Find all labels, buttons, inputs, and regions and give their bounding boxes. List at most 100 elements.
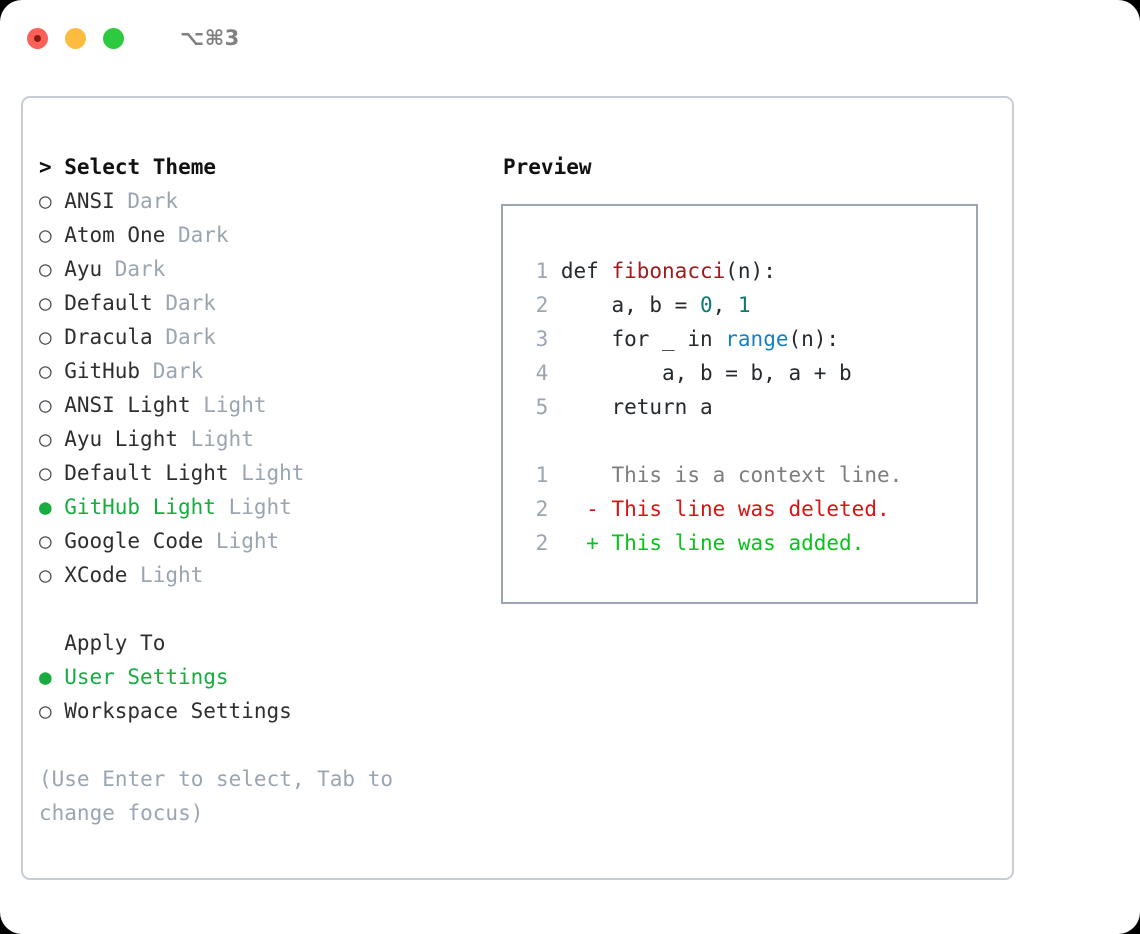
theme-item-label: Default Light <box>64 461 242 485</box>
code-line: 3 for _ in range(n): <box>503 322 976 356</box>
line-number: 2 <box>535 293 549 317</box>
radio-unselected-icon: ○ <box>39 461 52 485</box>
theme-item-dracula[interactable]: ○Dracula Dark <box>39 320 493 354</box>
theme-item-label: ANSI Light <box>64 393 204 417</box>
code-token: (n): <box>788 327 840 351</box>
theme-item-label: GitHub <box>64 359 153 383</box>
radio-selected-icon: ● <box>39 665 52 689</box>
apply-to-item-user-settings[interactable]: ● User Settings <box>39 660 493 694</box>
radio-unselected-icon: ○ <box>39 529 52 553</box>
code-line: 1 def fibonacci(n): <box>503 254 976 288</box>
radio-unselected-icon: ○ <box>39 359 52 383</box>
theme-item-tag: Light <box>140 563 204 587</box>
theme-item-label: Ayu Light <box>64 427 191 451</box>
code-token: return a <box>560 395 713 419</box>
title-bar: ⌥⌘3 <box>0 0 1140 76</box>
code-token: fibonacci <box>611 259 726 283</box>
radio-unselected-icon: ○ <box>39 223 52 247</box>
diff-text: This is a context line. <box>560 463 903 487</box>
diff-line-add: 2 + This line was added. <box>503 526 976 560</box>
theme-item-tag: Dark <box>114 257 166 281</box>
radio-unselected-icon: ○ <box>39 257 52 281</box>
code-token: def <box>560 259 612 283</box>
theme-item-github-light[interactable]: ● GitHub Light Light <box>39 490 493 524</box>
diff-line-del: 2 - This line was deleted. <box>503 492 976 526</box>
preview-title: Preview <box>503 155 592 179</box>
apply-to-list[interactable]: ● User Settings ○ Workspace Settings <box>39 660 493 728</box>
code-token: for _ in <box>560 327 726 351</box>
theme-item-tag: Light <box>241 461 305 485</box>
theme-item-label: Default <box>64 291 166 315</box>
theme-item-default[interactable]: ○ Default Dark <box>39 286 493 320</box>
apply-to-item-label: Workspace Settings <box>64 699 292 723</box>
radio-unselected-icon: ○ <box>39 291 52 315</box>
keyboard-shortcut-label: ⌥⌘3 <box>180 26 240 50</box>
line-number: 2 <box>535 497 549 521</box>
code-line: 2 a, b = 0, 1 <box>503 288 976 322</box>
theme-item-tag: Dark <box>177 223 229 247</box>
theme-item-ayu[interactable]: ○ Ayu Dark <box>39 252 493 286</box>
apply-to-header: Apply To <box>64 631 166 655</box>
theme-item-xcode[interactable]: ○ XCode Light <box>39 558 493 592</box>
close-button[interactable] <box>27 27 48 49</box>
theme-item-label: Google Code <box>64 529 216 553</box>
line-number: 2 <box>535 531 549 555</box>
theme-item-ayu-light[interactable]: ○ Ayu Light Light <box>39 422 493 456</box>
theme-item-label: XCode <box>64 563 141 587</box>
theme-item-ansi-light[interactable]: ○ANSI Light Light <box>39 388 493 422</box>
code-token: 1 <box>737 293 751 317</box>
traffic-lights <box>27 27 124 49</box>
diff-text: - This line was deleted. <box>560 497 890 521</box>
code-token: a, b = <box>560 293 700 317</box>
theme-item-tag: Dark <box>152 359 204 383</box>
diff-gap <box>503 424 976 458</box>
theme-item-label: Ayu <box>64 257 115 281</box>
code-token: , <box>712 293 738 317</box>
radio-unselected-icon: ○ <box>39 325 52 349</box>
theme-item-tag: Light <box>190 427 254 451</box>
apply-to-item-label: User Settings <box>64 665 229 689</box>
radio-unselected-icon: ○ <box>39 563 52 587</box>
line-number: 3 <box>535 327 549 351</box>
radio-selected-icon: ● <box>39 495 52 519</box>
line-number: 1 <box>535 259 549 283</box>
theme-item-atom-one[interactable]: ○ Atom One Dark <box>39 218 493 252</box>
radio-unselected-icon: ○ <box>39 699 52 723</box>
maximize-button[interactable] <box>103 27 124 49</box>
list-spacer <box>39 592 493 626</box>
diff-text: + This line was added. <box>560 531 865 555</box>
diff-sample: 1 This is a context line.2 - This line w… <box>503 458 976 560</box>
code-token: 0 <box>699 293 713 317</box>
theme-item-default-light[interactable]: ○ Default Light Light <box>39 456 493 490</box>
theme-item-tag: Dark <box>127 189 178 213</box>
radio-unselected-icon: ○ <box>39 189 52 213</box>
code-token: range <box>725 327 789 351</box>
diff-line-ctx: 1 This is a context line. <box>503 458 976 492</box>
theme-list[interactable]: ○ ANSI Dark ○ Atom One Dark ○ Ayu Dark ○ Defaul… <box>39 184 493 592</box>
theme-item-tag: Dark <box>165 291 216 315</box>
radio-unselected-icon: ○ <box>39 427 52 451</box>
theme-item-tag: Light <box>203 393 267 417</box>
code-line: 5 return a <box>503 390 976 424</box>
theme-item-tag: Dark <box>165 325 216 349</box>
minimize-button[interactable] <box>65 27 86 49</box>
theme-item-label: GitHub Light <box>64 495 229 519</box>
selection-column: > Select Theme ○ANSI Dark○Atom One Dark○… <box>23 98 493 878</box>
theme-item-label: ANSI <box>64 189 128 213</box>
theme-item-ansi[interactable]: ○ ANSI Dark <box>39 184 493 218</box>
line-number: 1 <box>535 463 549 487</box>
code-line: 4 a, b = b, a + b <box>503 356 976 390</box>
code-token: a, b = b, a + b <box>560 361 852 385</box>
theme-list-header: > Select Theme <box>39 155 217 179</box>
apply-to-item-workspace-settings[interactable]: ○ Workspace Settings <box>39 694 493 728</box>
theme-item-google-code[interactable]: ○ Google Code Light <box>39 524 493 558</box>
theme-item-tag: Light <box>228 495 292 519</box>
line-number: 5 <box>535 395 549 419</box>
theme-item-github[interactable]: ○ GitHub Dark <box>39 354 493 388</box>
theme-item-tag: Light <box>215 529 280 553</box>
code-token: (n): <box>725 259 776 283</box>
theme-item-label: Atom One <box>64 223 178 247</box>
